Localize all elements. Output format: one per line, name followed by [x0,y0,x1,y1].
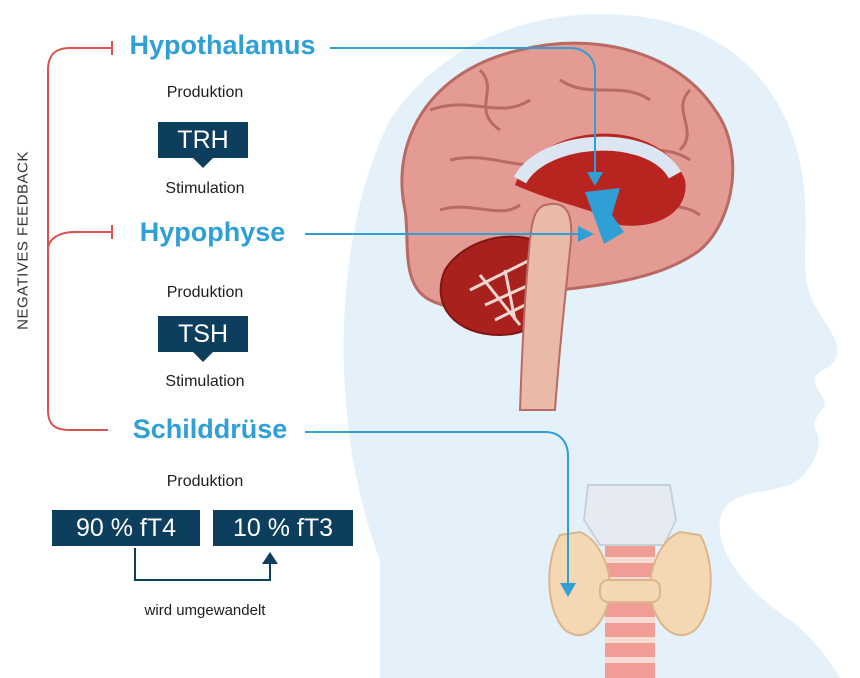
hypothalamus-stimulation: Stimulation [140,180,270,198]
hypophyse-production: Produktion [140,284,270,302]
conversion-arrow [135,548,270,580]
negative-feedback-label: NEGATIVES FEEDBACK [15,146,32,336]
hypothalamus-title: Hypothalamus [115,30,330,61]
hypothalamus-production: Produktion [140,84,270,102]
tsh-box: TSH [158,316,248,352]
schilddruese-production: Produktion [140,473,270,491]
conversion-label: wird umgewandelt [120,602,290,619]
ft4-box: 90 % fT4 [52,510,200,546]
hypophyse-stimulation: Stimulation [140,373,270,391]
trh-box: TRH [158,122,248,158]
conversion-arrow-head [262,552,278,564]
schilddruese-title: Schilddrüse [115,414,305,445]
ft3-box: 10 % fT3 [213,510,353,546]
hypophyse-title: Hypophyse [120,217,305,248]
feedback-bracket [48,41,112,430]
